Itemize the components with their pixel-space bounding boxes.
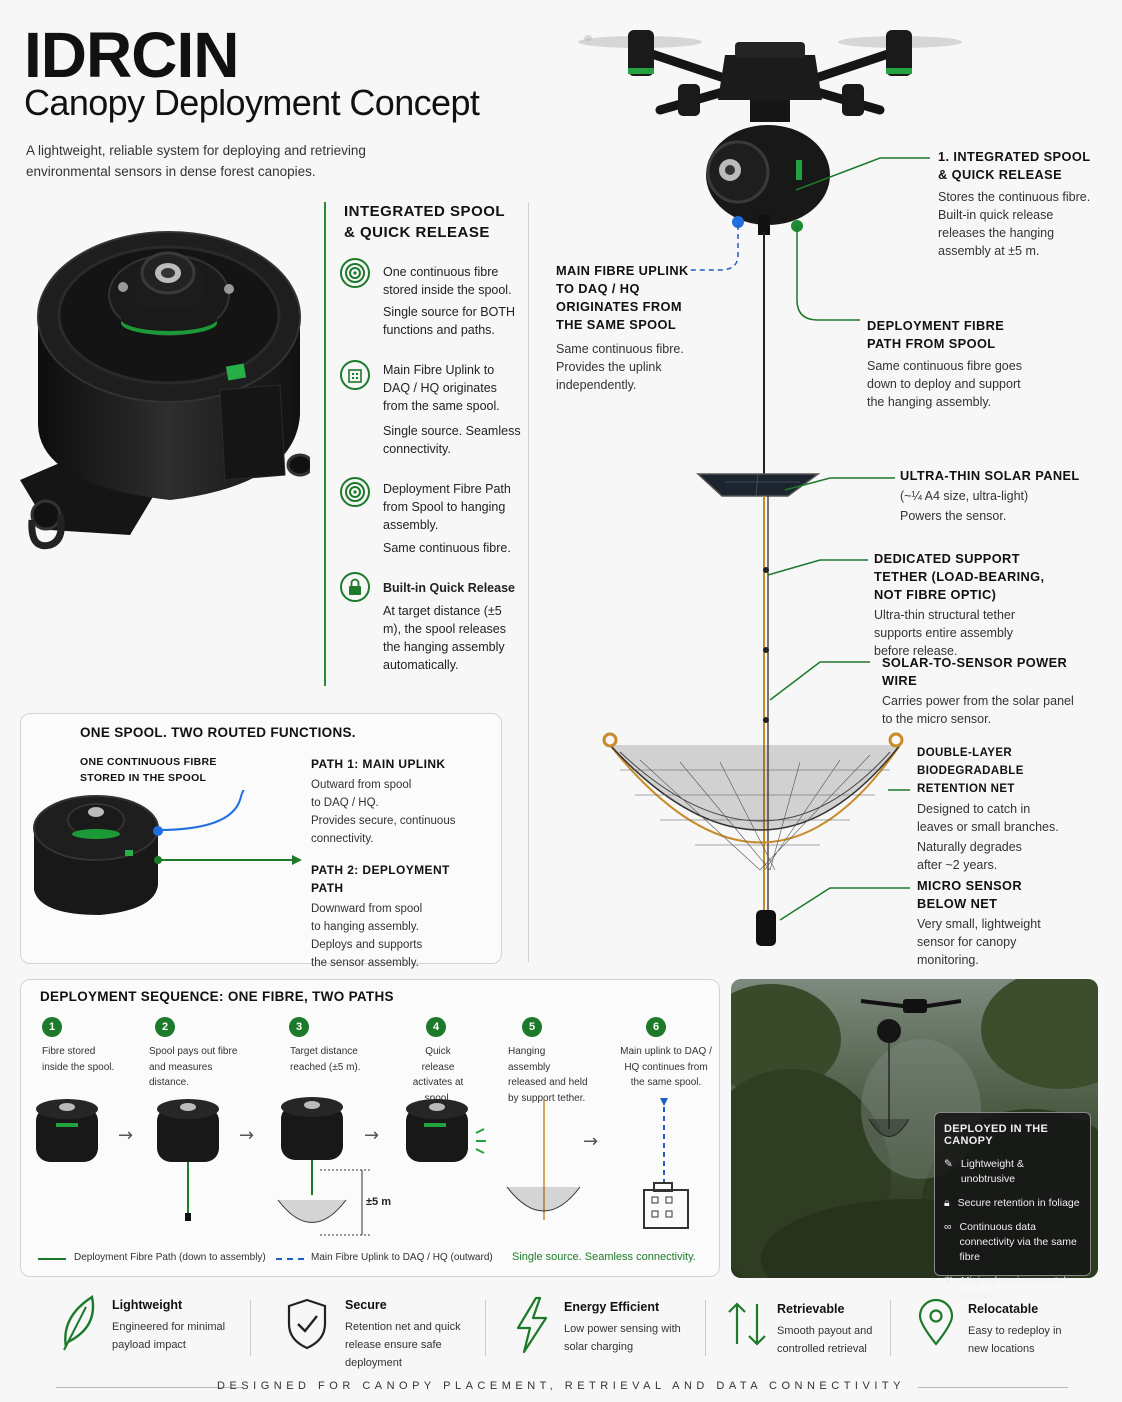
- benefit-divider: [250, 1300, 251, 1356]
- feature-text: Main Fibre Uplink to DAQ / HQ originates…: [383, 363, 500, 413]
- feature-list-title: INTEGRATED SPOOL & QUICK RELEASE: [344, 203, 506, 241]
- spool-small-illustration: [33, 790, 302, 915]
- page-subtitle: Canopy Deployment Concept: [24, 82, 480, 123]
- canopy-item: ✎Lightweight & unobtrusive: [944, 1158, 1024, 1185]
- leaf-icon: [63, 1295, 95, 1351]
- lock-icon: 🔒︎: [944, 1197, 950, 1209]
- callout-uplink: MAIN FIBRE UPLINK TO DAQ / HQ ORIGINATES…: [556, 263, 689, 392]
- canopy-item: ∞Continuous data connectivity via the sa…: [944, 1221, 1077, 1263]
- step-number: 1: [42, 1017, 62, 1037]
- feature-item: [340, 258, 370, 288]
- spool-step-1: [36, 1099, 98, 1162]
- feature-text: One continuous fibre stored inside the s…: [383, 265, 512, 297]
- footer-tagline: DESIGNED FOR CANOPY PLACEMENT, RETRIEVAL…: [217, 1380, 905, 1392]
- callout-deploy: DEPLOYMENT FIBRE PATH FROM SPOOL Same co…: [867, 318, 1022, 409]
- shield-check-icon: [287, 1298, 327, 1350]
- svg-text:→: →: [364, 1125, 379, 1146]
- benefit-divider: [485, 1300, 486, 1356]
- link-icon: ∞: [944, 1221, 952, 1233]
- legend-green-note: Single source. Seamless connectivity.: [512, 1251, 696, 1263]
- svg-text:→: →: [583, 1131, 598, 1152]
- lock-icon: [340, 572, 370, 602]
- sequence-title: DEPLOYMENT SEQUENCE: ONE FIBRE, TWO PATH…: [40, 989, 394, 1004]
- callout-sensor: MICRO SENSOR BELOW NET Very small, light…: [917, 878, 1041, 967]
- callout-spool: 1. INTEGRATED SPOOL & QUICK RELEASE Stor…: [938, 149, 1091, 258]
- benefit-divider: [890, 1300, 891, 1356]
- step-number: 2: [155, 1017, 175, 1037]
- canopy-card-title: DEPLOYED IN THE CANOPY: [944, 1123, 1049, 1147]
- step-number: 3: [289, 1017, 309, 1037]
- feature-highlight: Single source. Seamless connectivity.: [383, 424, 521, 456]
- concentric-circles-icon: [340, 258, 370, 288]
- leaf-icon: ❦: [944, 1275, 953, 1287]
- callout-solar: ULTRA-THIN SOLAR PANEL (~¼ A4 size, ultr…: [900, 468, 1080, 523]
- intro-text: A lightweight, reliable system for deplo…: [26, 143, 366, 179]
- concentric-circles-icon: [340, 477, 370, 507]
- canopy-item: ❦Minimal environmental impact: [944, 1275, 1066, 1302]
- footer-rule-left: [56, 1387, 242, 1388]
- hanging-assembly-step-5: [506, 1100, 581, 1220]
- svg-text:→: →: [118, 1125, 133, 1146]
- drone-assembly-illustration: [578, 30, 962, 946]
- path2-info: PATH 2: DEPLOYMENT PATH Downward from sp…: [311, 863, 450, 969]
- spool-step-3: [277, 1097, 370, 1236]
- path1-info: PATH 1: MAIN UPLINK Outward from spool t…: [311, 757, 456, 845]
- legend-uplink-swatch: [276, 1258, 304, 1260]
- routed-functions-title: ONE SPOOL. TWO ROUTED FUNCTIONS.: [80, 725, 356, 740]
- feature-item: [340, 572, 370, 602]
- bolt-icon: [516, 1296, 548, 1354]
- feature-text-body: At target distance (±5 m), the spool rel…: [383, 604, 506, 672]
- canopy-item: 🔒︎Secure retention in foliage: [944, 1197, 1080, 1209]
- feature-divider: [324, 202, 326, 686]
- building-icon: [340, 360, 370, 390]
- step-text: Hanging assembly released and held by su…: [508, 1046, 588, 1104]
- callout-tether: DEDICATED SUPPORT TETHER (LOAD-BEARING, …: [874, 551, 1045, 658]
- footer-rule-right: [918, 1387, 1068, 1388]
- up-down-arrows-icon: [728, 1302, 766, 1346]
- feature-highlight: Single source for BOTH functions and pat…: [383, 305, 515, 337]
- callout-power-wire: SOLAR-TO-SENSOR POWER WIRE Carries power…: [882, 655, 1074, 726]
- spool-step-2: [157, 1099, 219, 1221]
- step-number: 4: [426, 1017, 446, 1037]
- step-number: 6: [646, 1017, 666, 1037]
- feature-item: [340, 360, 370, 390]
- sequence-illustrations: → → → →: [36, 1097, 689, 1236]
- legend-deploy: Deployment Fibre Path (down to assembly): [74, 1252, 266, 1263]
- legend-uplink: Main Fibre Uplink to DAQ / HQ (outward): [311, 1252, 493, 1263]
- step-text: Main uplink to DAQ / HQ continues from t…: [620, 1046, 712, 1088]
- canopy-info-card: DEPLOYED IN THE CANOPY ✎Lightweight & un…: [934, 1112, 1091, 1302]
- step-text: Spool pays out fibre and measures distan…: [149, 1046, 238, 1088]
- page-title: IDRCIN: [24, 19, 239, 91]
- callout-net: DOUBLE-LAYER BIODEGRADABLE RETENTION NET…: [917, 747, 1059, 872]
- building-step-6: [643, 1098, 689, 1229]
- benefit-divider: [705, 1300, 706, 1356]
- step-text: Target distance reached (±5 m).: [290, 1046, 361, 1073]
- stored-fibre-label: ONE CONTINUOUS FIBRE STORED IN THE SPOOL: [80, 756, 217, 784]
- distance-label: ±5 m: [366, 1196, 391, 1208]
- feature-item: [340, 477, 370, 507]
- svg-text:→: →: [239, 1125, 254, 1146]
- section-divider: [528, 202, 529, 962]
- spool-step-4: [406, 1099, 486, 1162]
- deployment-sequence-panel: [20, 979, 720, 1277]
- location-pin-icon: [918, 1298, 954, 1346]
- step-number: 5: [522, 1017, 542, 1037]
- feature-highlight: Same continuous fibre.: [383, 541, 511, 555]
- step-text: Fibre stored inside the spool.: [42, 1046, 115, 1073]
- feature-text: Built-in Quick Release: [383, 581, 515, 595]
- feature-text: Deployment Fibre Path from Spool to hang…: [383, 482, 511, 532]
- spool-large-illustration: [20, 231, 310, 550]
- legend-deploy-swatch: [38, 1258, 66, 1260]
- step-text: Quick release activates at spool.: [412, 1046, 464, 1104]
- feather-icon: ✎: [944, 1158, 953, 1170]
